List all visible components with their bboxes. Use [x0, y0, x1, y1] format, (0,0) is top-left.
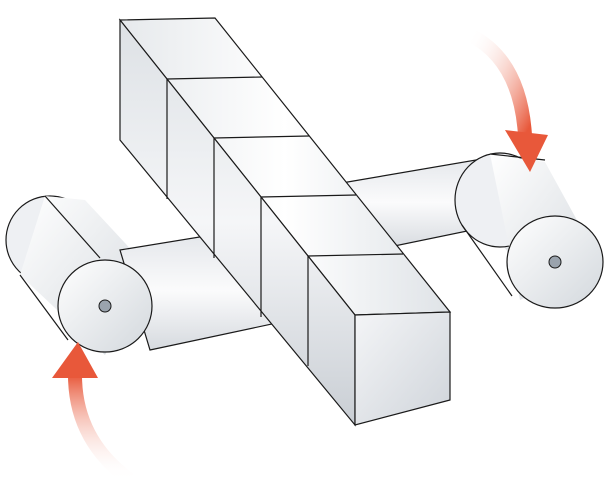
bar-front-face	[354, 311, 451, 426]
arrow-head-icon	[505, 130, 548, 172]
right-roll	[454, 152, 604, 309]
left-roll-hub	[98, 299, 112, 313]
cube-dividers	[166, 76, 404, 366]
arrow-top-right	[466, 28, 548, 172]
cube-bar	[118, 17, 452, 427]
arrow-head-icon	[52, 342, 98, 378]
left-roll-front	[57, 259, 153, 353]
arrow-bottom-left	[52, 342, 135, 486]
right-roll-hub	[548, 255, 562, 269]
